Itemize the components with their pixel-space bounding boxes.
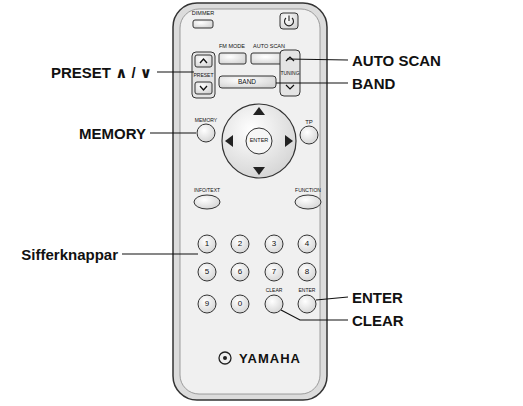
button-label: INFO/TEXT [194, 188, 220, 193]
digit-label: 8 [305, 268, 309, 276]
digit-label: 2 [238, 240, 242, 248]
button-label: DIMMER [192, 11, 214, 17]
callout-label: MEMORY [79, 126, 146, 141]
digit-label: 1 [205, 240, 209, 248]
button-label: AUTO SCAN [253, 44, 285, 50]
button-label: TP [305, 119, 313, 125]
callout-label: CLEAR [352, 313, 404, 328]
button-label: TUNING [280, 71, 299, 76]
digit-label: 5 [205, 268, 209, 276]
digit-label: 4 [305, 240, 309, 248]
button-label: MEMORY [195, 118, 217, 123]
digit-label: 0 [238, 300, 242, 308]
brand-logo: YAMAHA [239, 352, 301, 365]
digit-label: 6 [238, 268, 242, 276]
button-label: BAND [238, 79, 256, 86]
button-label: FUNCTION [295, 188, 321, 193]
callout-label: PRESET ∧ / ∨ [51, 65, 152, 80]
digit-label: 7 [272, 268, 276, 276]
button-label: PRESET [193, 73, 213, 78]
button-label: ENTER [250, 138, 269, 144]
button-label: CLEAR [266, 288, 283, 293]
callout-label: BAND [352, 76, 395, 91]
callout-label: Sifferknappar [21, 247, 118, 262]
button-label: FM MODE [219, 44, 245, 50]
callout-label: ENTER [352, 290, 403, 305]
button-label: ENTER [299, 288, 316, 293]
callout-label: AUTO SCAN [352, 53, 441, 68]
digit-label: 3 [272, 240, 276, 248]
digit-label: 9 [205, 300, 209, 308]
